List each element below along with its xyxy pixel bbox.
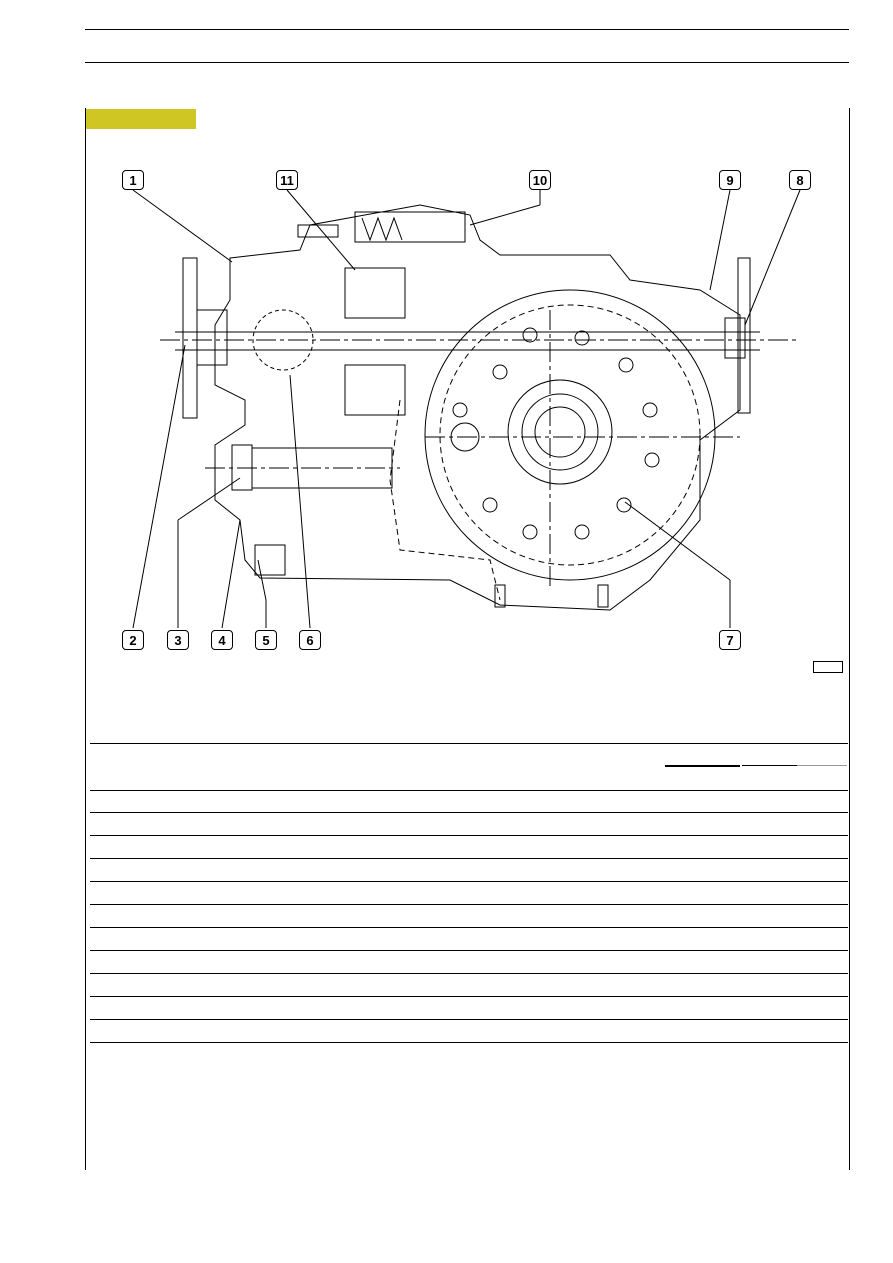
figure-number-box (813, 661, 843, 673)
header-top-rule (85, 29, 849, 30)
table-header-deco-line-3 (797, 765, 847, 766)
table-header-deco-line (665, 765, 740, 767)
table-row (90, 950, 848, 951)
header-bottom-rule (85, 62, 849, 63)
table-row (90, 858, 848, 859)
callout-2: 2 (122, 630, 144, 650)
table-top-rule (90, 743, 848, 744)
callout-9: 9 (719, 170, 741, 190)
table-row (90, 973, 848, 974)
right-frame-line (849, 108, 850, 1170)
callout-4: 4 (211, 630, 233, 650)
left-frame-line (85, 108, 86, 1170)
callout-1: 1 (122, 170, 144, 190)
callout-8: 8 (789, 170, 811, 190)
callout-10: 10 (529, 170, 551, 190)
section-tag-bar (86, 109, 196, 129)
table-row (90, 1019, 848, 1020)
table-row (90, 904, 848, 905)
table-bottom-rule (90, 1042, 848, 1043)
callout-7: 7 (719, 630, 741, 650)
table-row (90, 996, 848, 997)
table-header-deco-line-2 (742, 765, 797, 766)
callout-5: 5 (255, 630, 277, 650)
table-row (90, 927, 848, 928)
callout-3: 3 (167, 630, 189, 650)
table-row (90, 835, 848, 836)
callout-6: 6 (299, 630, 321, 650)
table-row (90, 812, 848, 813)
table-row (90, 790, 848, 791)
table-row (90, 881, 848, 882)
callout-11: 11 (276, 170, 298, 190)
